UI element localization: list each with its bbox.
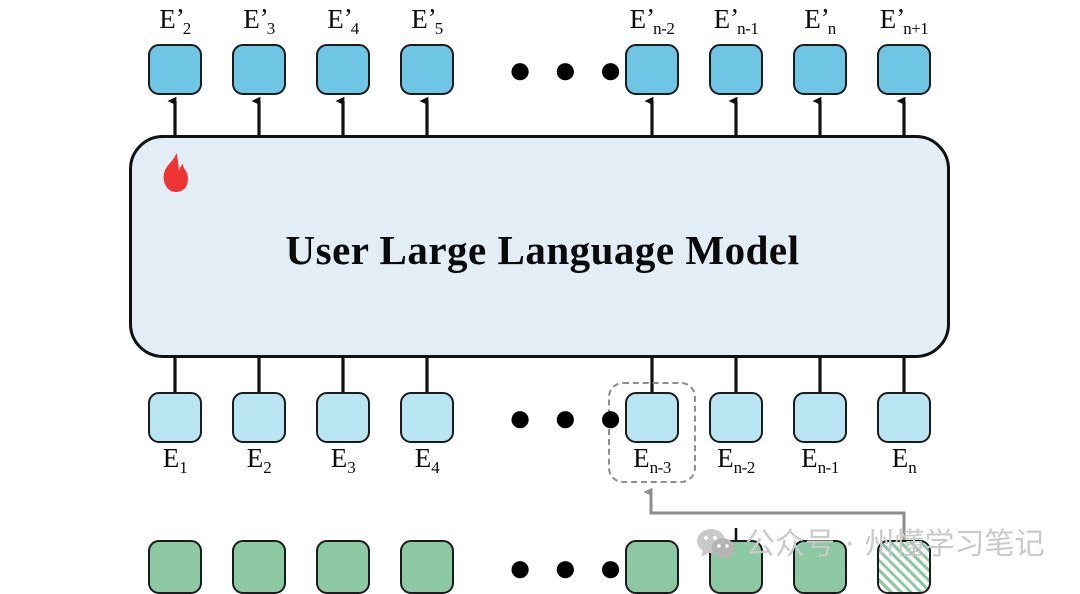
output-label-1: E’2	[135, 3, 215, 38]
token-box-3[interactable]	[316, 540, 370, 594]
output-row-ellipsis: ● ● ●	[508, 48, 628, 92]
input-label-5: En-3	[608, 443, 696, 477]
label-base: E	[246, 443, 264, 473]
label-prime: ’	[730, 3, 739, 33]
highlight-dashed-box	[608, 382, 696, 483]
label-sub: n-3	[649, 458, 672, 477]
input-box-4[interactable]	[400, 392, 454, 443]
label-prime: ’	[646, 3, 655, 33]
output-label-4: E’5	[387, 3, 467, 38]
token-box-7[interactable]	[793, 540, 847, 594]
input-box-1[interactable]	[148, 392, 202, 443]
input-label-6: En-2	[692, 443, 780, 477]
label-base: E	[879, 4, 897, 34]
label-base: E	[891, 443, 909, 473]
input-box-5[interactable]	[625, 392, 679, 443]
output-box-3[interactable]	[316, 44, 370, 95]
output-box-2[interactable]	[232, 44, 286, 95]
label-base: E	[411, 4, 428, 34]
feedback-arrow	[643, 487, 906, 540]
output-arrows	[167, 96, 906, 135]
label-base: E	[717, 443, 734, 473]
input-label-3: E3	[303, 443, 383, 477]
label-prime: ’	[820, 3, 830, 33]
output-label-7: E’n	[780, 3, 860, 38]
output-label-8: E’n+1	[860, 3, 948, 38]
input-label-4: E4	[387, 443, 467, 477]
input-connectors	[173, 358, 906, 392]
input-row-ellipsis: ● ● ●	[508, 396, 628, 440]
output-label-5: E’n-2	[608, 3, 696, 38]
label-sub: 2	[182, 19, 192, 38]
token-box-2[interactable]	[232, 540, 286, 594]
token-box-5[interactable]	[625, 540, 679, 594]
label-sub: 4	[350, 19, 360, 38]
input-label-7: En-1	[776, 443, 864, 477]
label-sub: n-1	[817, 458, 840, 477]
label-base: E	[159, 4, 176, 34]
output-box-8[interactable]	[877, 44, 931, 95]
input-label-8: En	[864, 443, 944, 477]
output-box-6[interactable]	[709, 44, 763, 95]
output-label-6: E’n-1	[692, 3, 780, 38]
token-box-8-hatched[interactable]	[877, 540, 931, 594]
flame-icon	[163, 153, 188, 192]
token-box-1[interactable]	[148, 540, 202, 594]
label-sub: n-2	[733, 458, 756, 477]
label-base: E	[629, 4, 647, 34]
llm-block[interactable]: User Large Language Model	[129, 135, 950, 358]
label-base: E	[330, 443, 348, 473]
label-base: E	[327, 4, 344, 34]
label-base: E	[804, 4, 821, 34]
label-sub: 3	[266, 19, 276, 38]
label-prime: ’	[259, 3, 269, 33]
input-label-2: E2	[219, 443, 299, 477]
label-base: E	[713, 4, 731, 34]
output-label-3: E’4	[303, 3, 383, 38]
label-base: E	[243, 4, 260, 34]
input-box-8[interactable]	[877, 392, 931, 443]
label-prime: ’	[896, 3, 905, 33]
label-sub: 1	[179, 458, 188, 477]
label-sub: n-1	[737, 19, 759, 38]
output-box-5[interactable]	[625, 44, 679, 95]
input-box-2[interactable]	[232, 392, 286, 443]
input-box-6[interactable]	[709, 392, 763, 443]
label-sub: 5	[434, 19, 444, 38]
label-sub: n	[908, 458, 917, 477]
output-box-1[interactable]	[148, 44, 202, 95]
token-box-6[interactable]	[709, 540, 763, 594]
output-box-4[interactable]	[400, 44, 454, 95]
input-label-1: E1	[135, 443, 215, 477]
token-row-ellipsis: ● ● ●	[508, 546, 628, 590]
label-sub: n-2	[653, 19, 675, 38]
label-base: E	[414, 443, 432, 473]
label-sub: n+1	[903, 19, 929, 38]
label-base: E	[162, 443, 180, 473]
label-sub: 3	[347, 458, 356, 477]
output-label-2: E’3	[219, 3, 299, 38]
label-sub: 2	[263, 458, 272, 477]
label-prime: ’	[427, 3, 437, 33]
output-box-7[interactable]	[793, 44, 847, 95]
label-prime: ’	[175, 3, 185, 33]
label-sub: 4	[431, 458, 440, 477]
input-box-7[interactable]	[793, 392, 847, 443]
token-connectors	[734, 528, 906, 540]
label-sub: n	[827, 19, 837, 38]
label-prime: ’	[343, 3, 353, 33]
input-box-3[interactable]	[316, 392, 370, 443]
token-box-4[interactable]	[400, 540, 454, 594]
label-base: E	[633, 443, 650, 473]
llm-title: User Large Language Model	[285, 226, 800, 273]
label-base: E	[801, 443, 818, 473]
